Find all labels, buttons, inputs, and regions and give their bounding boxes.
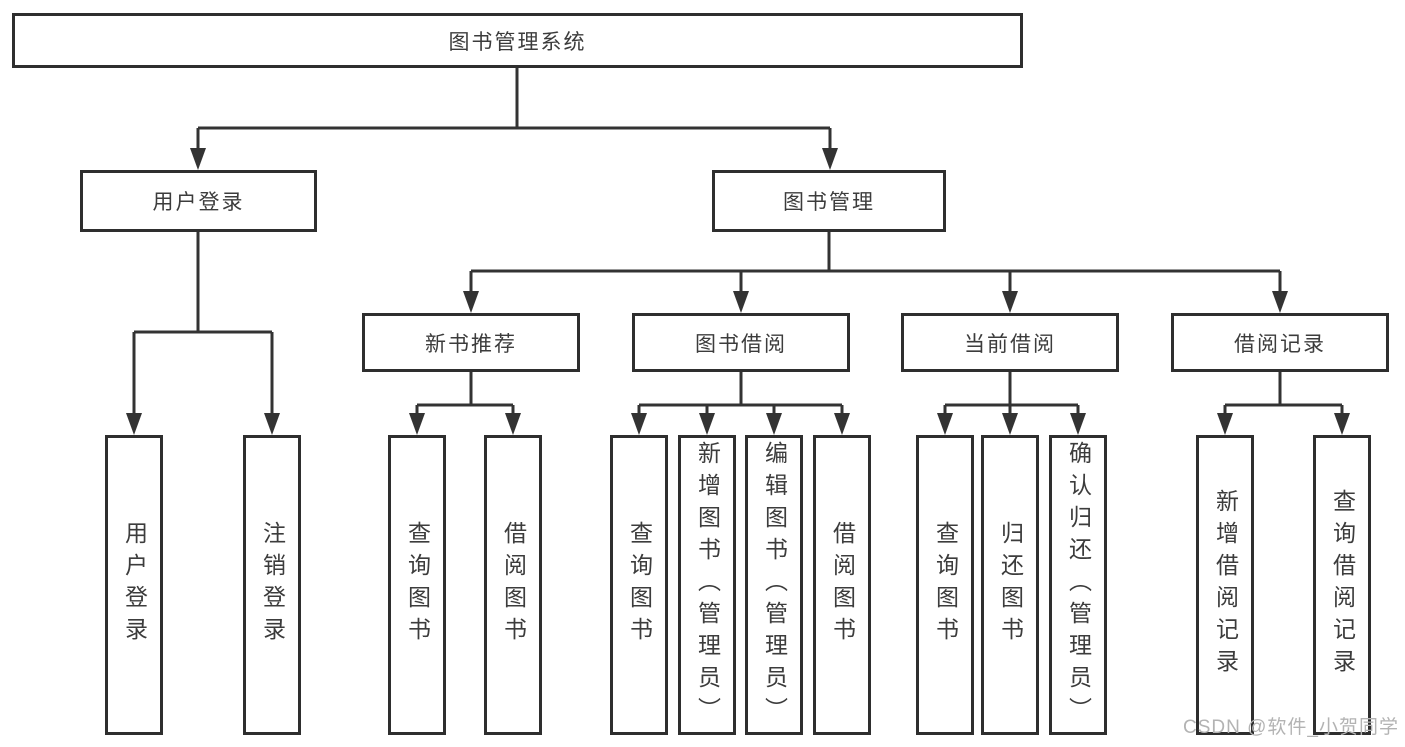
leaf-query-borrow-record: 查询借阅记录 (1313, 435, 1371, 735)
leaf-edit-book-admin: 编辑图书（管理员） (745, 435, 803, 735)
leaf-user-login: 用户登录 (105, 435, 163, 735)
leaf-borrow-books-recommend: 借阅图书 (484, 435, 542, 735)
leaf-add-book-admin: 新增图书（管理员） (678, 435, 736, 735)
node-new-book-recommend: 新书推荐 (362, 313, 580, 372)
csdn-watermark: CSDN @软件_小贺同学 (1183, 717, 1399, 738)
node-book-borrow: 图书借阅 (632, 313, 850, 372)
node-book-management: 图书管理 (712, 170, 946, 232)
node-borrow-records: 借阅记录 (1171, 313, 1389, 372)
leaf-query-books-current: 查询图书 (916, 435, 974, 735)
node-current-borrow: 当前借阅 (901, 313, 1119, 372)
leaf-query-books-borrow: 查询图书 (610, 435, 668, 735)
node-root-system: 图书管理系统 (12, 13, 1023, 68)
leaf-query-books-recommend: 查询图书 (388, 435, 446, 735)
leaf-return-book: 归还图书 (981, 435, 1039, 735)
leaf-add-borrow-record: 新增借阅记录 (1196, 435, 1254, 735)
leaf-borrow-books: 借阅图书 (813, 435, 871, 735)
node-user-login: 用户登录 (80, 170, 317, 232)
leaf-confirm-return-admin: 确认归还（管理员） (1049, 435, 1107, 735)
leaf-logout: 注销登录 (243, 435, 301, 735)
